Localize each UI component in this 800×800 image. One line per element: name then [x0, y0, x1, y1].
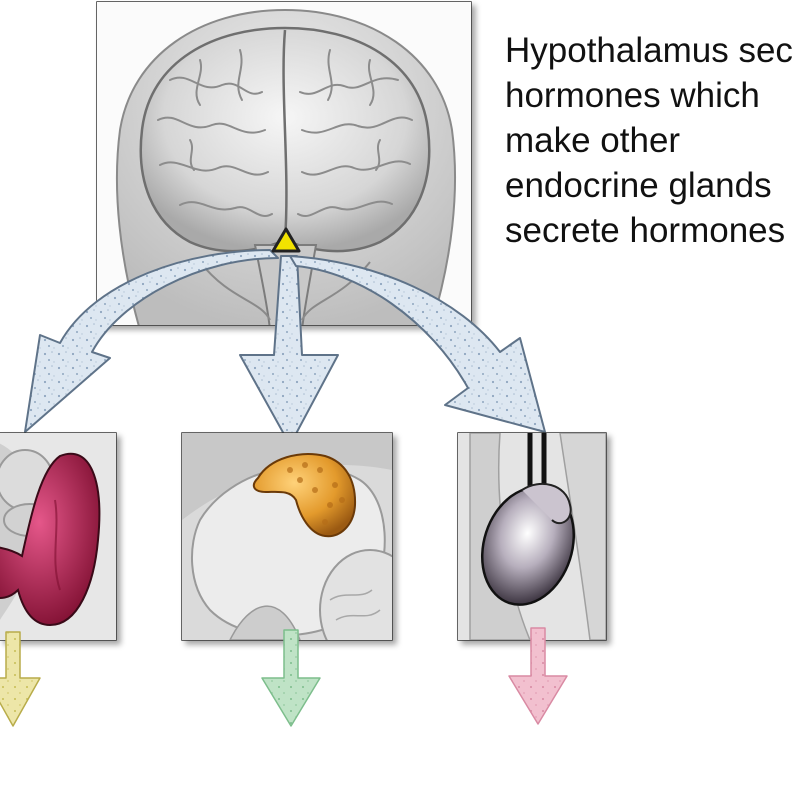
hypothalamus-marker: [271, 227, 301, 253]
caption-line-5: secrete hormones: [505, 211, 786, 250]
adrenal-panel: [181, 432, 393, 641]
thyroid-output-arrow: [0, 631, 41, 727]
testis-output-arrow: [508, 627, 568, 725]
arrow-to-testis: [289, 255, 546, 433]
adrenal-output-arrow: [261, 629, 321, 727]
arrow-to-thyroid: [24, 249, 279, 433]
thyroid-gland-icon: [0, 452, 101, 627]
output-arrows: [0, 627, 568, 727]
caption-line-2: hormones which: [505, 76, 760, 115]
arrow-to-adrenal: [239, 255, 339, 446]
thyroid-panel: [0, 432, 117, 641]
adrenal-gland-icon: [252, 453, 357, 538]
testis-panel: [457, 432, 607, 641]
testis-icon: [480, 433, 576, 606]
caption-line-3: make other: [505, 121, 681, 160]
caption: Hypothalamus sec hormones which make oth…: [505, 28, 793, 253]
hormone-arrows: [24, 249, 546, 446]
caption-line-1: Hypothalamus sec: [505, 31, 793, 70]
caption-line-4: endocrine glands: [505, 166, 772, 205]
